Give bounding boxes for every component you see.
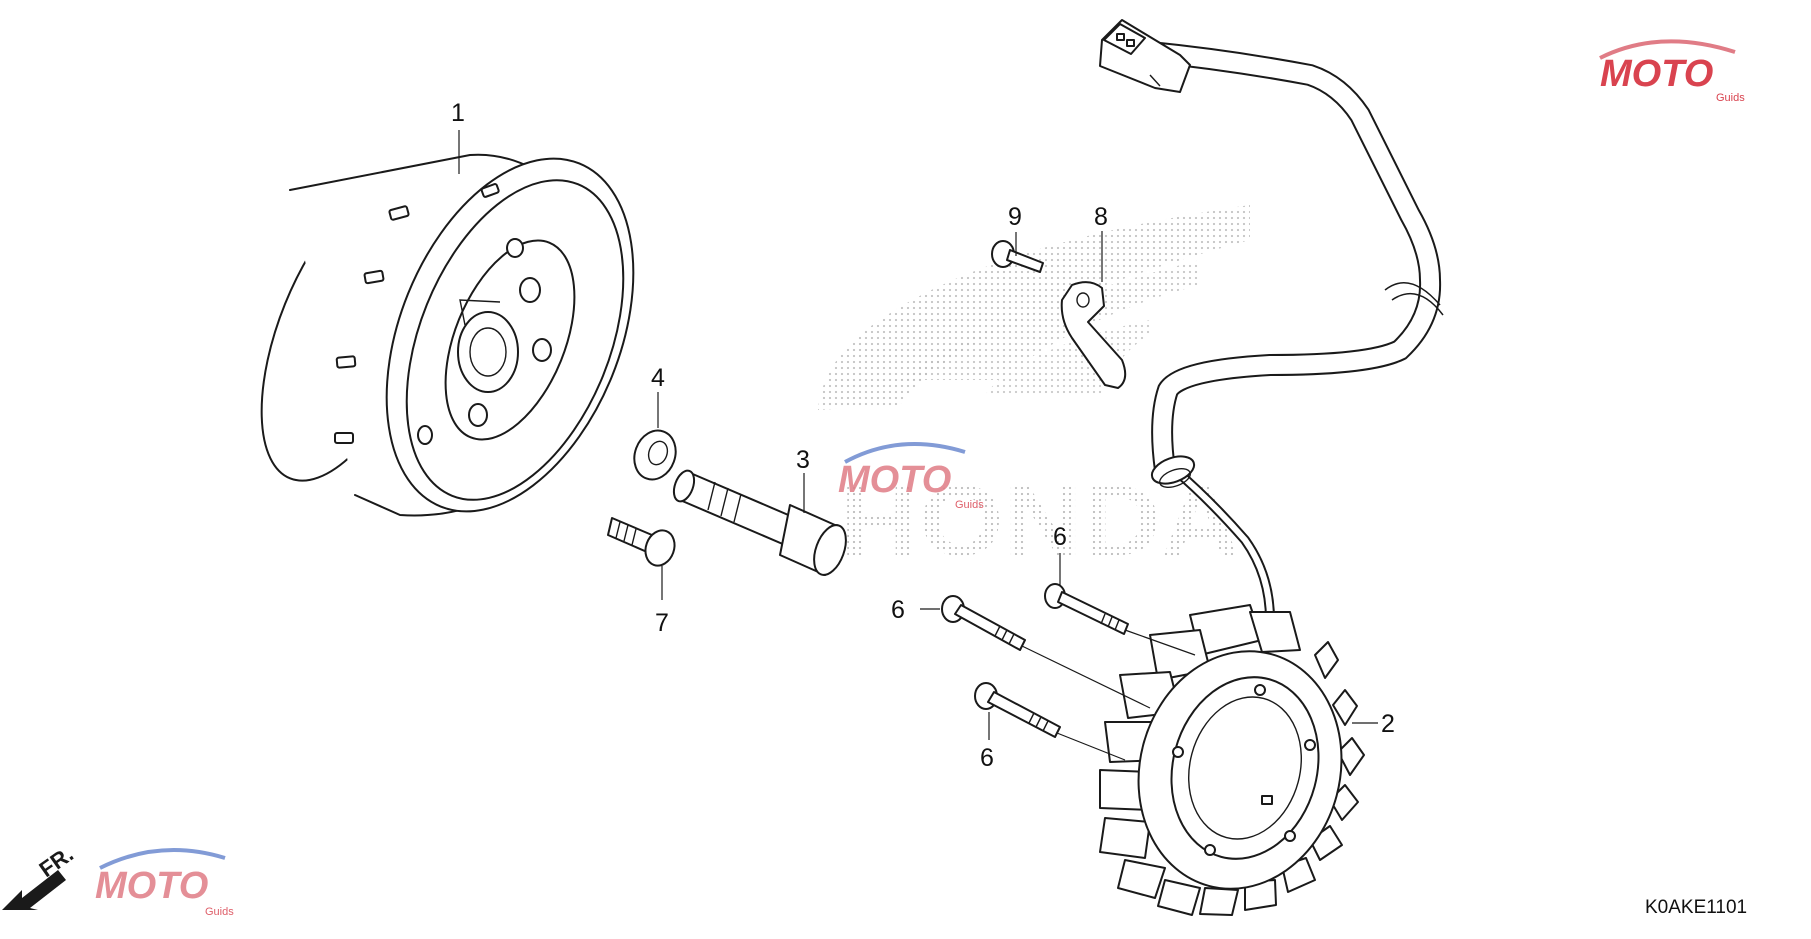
honda-wing-logo: HONDA <box>818 205 1250 577</box>
callout-6-upper: 6 <box>1053 523 1067 551</box>
front-direction-marker: FR. <box>2 841 78 910</box>
wire-harness <box>1139 41 1444 650</box>
callout-4: 4 <box>651 364 665 392</box>
stator-coil <box>1099 604 1365 916</box>
flywheel-bolt-long <box>672 469 847 576</box>
washer <box>633 429 677 481</box>
callout-numbers: 1 2 3 4 6 6 6 7 8 9 <box>451 99 1395 772</box>
drawing-code: K0AKE1101 <box>1645 897 1747 918</box>
wire-connector <box>1099 19 1191 93</box>
callout-6-lower: 6 <box>980 744 994 772</box>
watermark-center: MOTO Guids <box>838 442 984 511</box>
callout-3: 3 <box>796 446 810 474</box>
flywheel-bolt-small <box>607 517 676 567</box>
watermark-sub: Guids <box>205 906 234 918</box>
stator-bolt-upper <box>1044 583 1129 635</box>
front-arrow-icon <box>2 870 66 910</box>
callout-2: 2 <box>1381 710 1395 738</box>
watermark-brand: MOTO <box>1600 53 1713 95</box>
callout-7: 7 <box>655 609 669 637</box>
honda-logo-text: HONDA <box>840 465 1240 577</box>
callout-8: 8 <box>1094 203 1108 231</box>
watermark-sub: Guids <box>955 499 984 511</box>
watermark-top-right: MOTO Guids <box>1599 39 1745 104</box>
watermark-brand: MOTO <box>95 865 208 907</box>
watermark-sub: Guids <box>1716 92 1745 104</box>
callout-9: 9 <box>1008 203 1022 231</box>
stator-bolt-middle <box>941 595 1026 651</box>
stator-poles <box>1099 604 1365 916</box>
callout-1: 1 <box>451 99 465 127</box>
callout-6-middle: 6 <box>891 596 905 624</box>
front-label: FR. <box>35 841 78 882</box>
watermark-bottom-left: MOTO Guids <box>95 848 234 918</box>
flywheel-rotor <box>260 153 635 517</box>
watermark-brand: MOTO <box>838 459 951 501</box>
stator-bolt-lower <box>974 682 1061 738</box>
wire-clamp-bracket <box>1060 281 1127 389</box>
leader-lines <box>458 130 1378 761</box>
